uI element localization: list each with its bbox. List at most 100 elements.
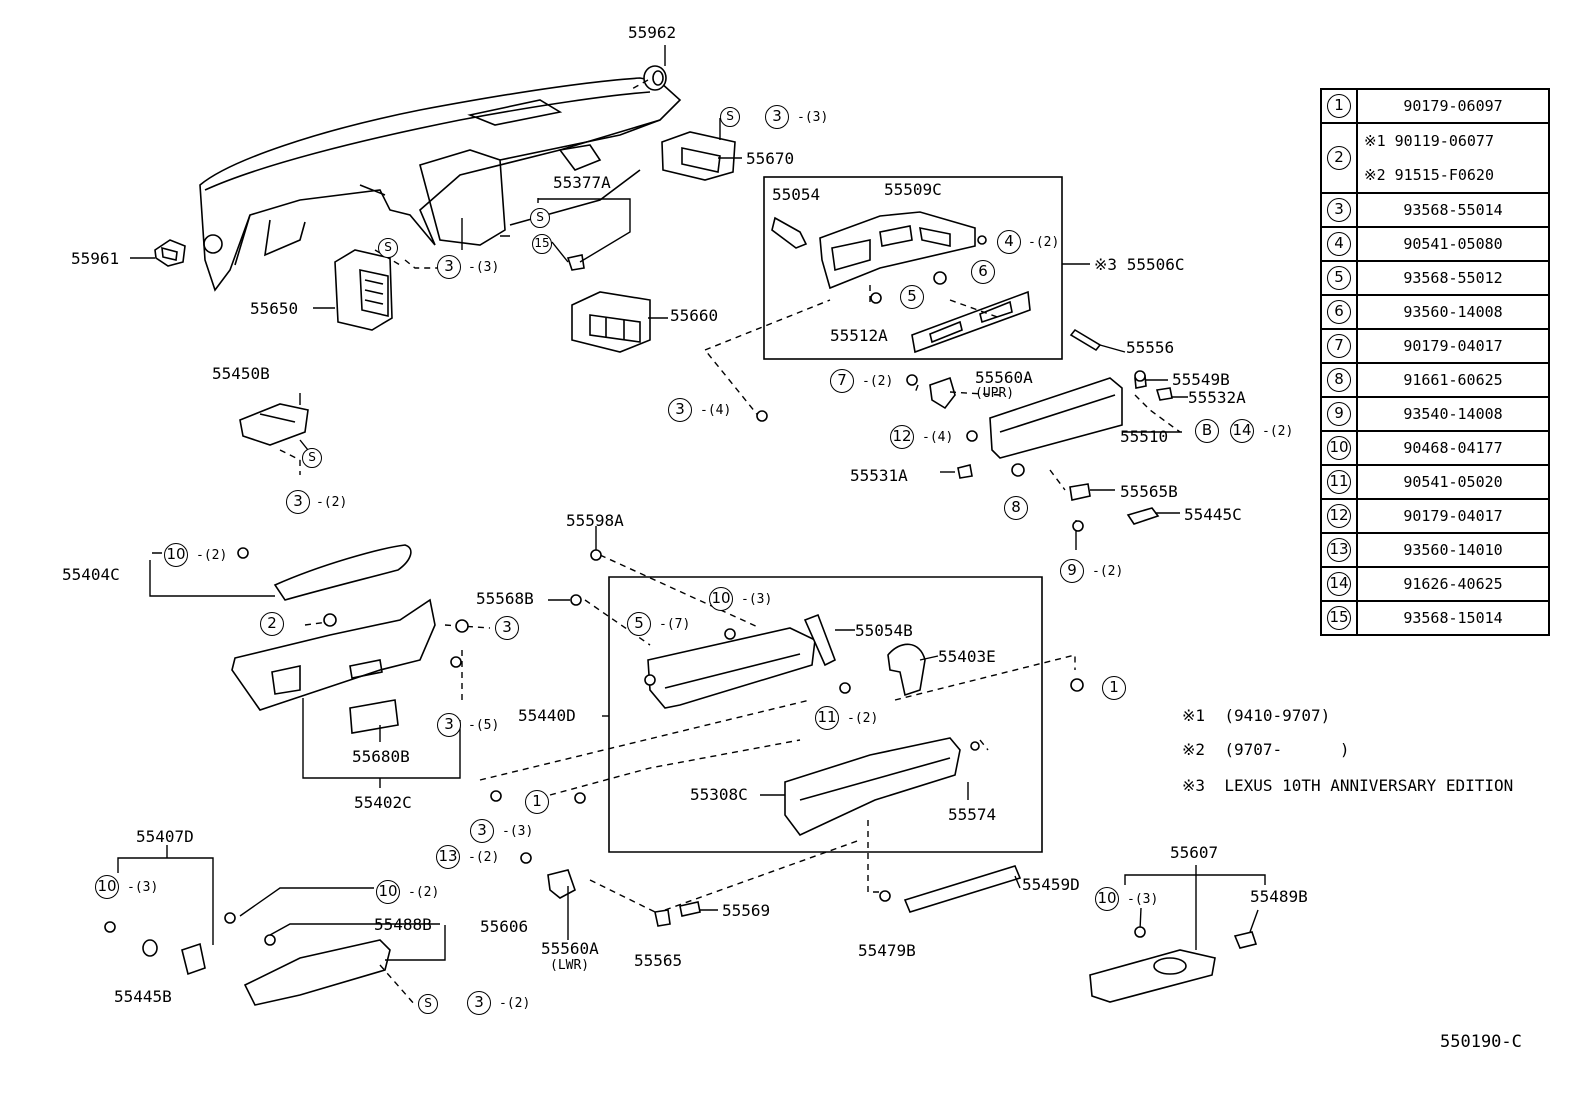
callout-6: 6 (971, 260, 995, 284)
callout-9: 9 (1060, 559, 1084, 583)
legend-key-cell: 4 (1320, 226, 1358, 262)
legend-key: 15 (1327, 606, 1351, 630)
legend-key: 13 (1327, 538, 1351, 562)
callout-10: 10 (1095, 887, 1119, 911)
legend-key-cell: 3 (1320, 192, 1358, 228)
legend-value-cell: 90541-05020 (1356, 464, 1550, 500)
footnote-1: ※1 (9410-9707) (1182, 707, 1330, 725)
callout-3: 3 (470, 819, 494, 843)
legend-part-number: 91661-60625 (1403, 371, 1503, 389)
callout-qty: -(2) (468, 850, 500, 865)
box-55308c-drawing (784, 737, 961, 837)
part-label-55445c: 55445C (1184, 505, 1242, 524)
box-55510-drawing (989, 377, 1123, 459)
panel-55509c-drawing (819, 211, 976, 290)
legend-value-cell: 90179-04017 (1356, 328, 1550, 364)
vent-55962-drawing (643, 65, 667, 91)
callout-10: 10 (709, 587, 733, 611)
callout-11: 11 (815, 706, 839, 730)
part-label-55607: 55607 (1170, 843, 1219, 862)
damper-55054b-drawing (803, 613, 837, 667)
legend-key: 8 (1327, 368, 1351, 392)
legend-key: 12 (1327, 504, 1351, 528)
legend-key: 7 (1327, 334, 1351, 358)
part-label-55606: 55606 (480, 917, 529, 936)
legend-row: 7 90179-04017 (1320, 328, 1550, 364)
note3-mark: ※3 (1094, 255, 1118, 274)
hinge-55560a-upr-drawing (929, 376, 956, 410)
callout-qty: -(3) (797, 110, 829, 125)
part-label-55402c: 55402C (354, 793, 412, 812)
part-label-55569: 55569 (722, 901, 771, 920)
fastener-legend-table: 1 90179-06097 2※1 90119-06077※2 91515-F062… (1320, 88, 1550, 636)
part-label-55568b: 55568B (476, 589, 534, 608)
part-label-55574: 55574 (948, 805, 997, 824)
glovebox-frame (608, 576, 1043, 853)
part-label-55445b: 55445B (114, 987, 172, 1006)
anniversary-edition-frame (763, 176, 1063, 360)
part-label-55404c: 55404C (62, 565, 120, 584)
legend-row: 3 93568-55014 (1320, 192, 1550, 228)
legend-key: 14 (1327, 572, 1351, 596)
part-label-55054b: 55054B (855, 621, 913, 640)
legend-key-cell: 1 (1320, 88, 1358, 124)
legend-value-cell: ※1 90119-06077※2 91515-F0620 (1356, 122, 1550, 194)
part-label-55565b: 55565B (1120, 482, 1178, 501)
vent-55961-drawing (154, 239, 186, 267)
callout-qty: -(3) (1127, 892, 1159, 907)
part-label-55054: 55054 (772, 185, 821, 204)
legend-value-cell: 93568-55014 (1356, 192, 1550, 228)
cover-55404c-drawing (273, 544, 412, 601)
legend-part-number: 93568-55014 (1403, 201, 1503, 219)
legend-value-cell: 90541-05080 (1356, 226, 1550, 262)
legend-part-number: 90541-05080 (1403, 235, 1503, 253)
legend-key-cell: 7 (1320, 328, 1358, 364)
footnote-text: (9707- ) (1224, 740, 1350, 759)
legend-part-number: 91626-40625 (1403, 575, 1503, 593)
callout-3: 3 (467, 991, 491, 1015)
legend-key-cell: 5 (1320, 260, 1358, 296)
footnote-mark: ※2 (1182, 740, 1206, 759)
legend-part-number: 90468-04177 (1403, 439, 1503, 457)
legend-value-cell: 91661-60625 (1356, 362, 1550, 398)
part-label-55509c: 55509C (884, 180, 942, 199)
legend-key-cell: 11 (1320, 464, 1358, 500)
part-label-55670: 55670 (746, 149, 795, 168)
legend-key: 3 (1327, 198, 1351, 222)
part-label-55560a-lwr: 55560A (541, 939, 599, 958)
callout-3: 3 (668, 398, 692, 422)
legend-key-cell: 8 (1320, 362, 1358, 398)
drawing-number: 550190-C (1440, 1032, 1522, 1052)
callout-5: 5 (627, 612, 651, 636)
legend-part-number: 90541-05020 (1403, 473, 1503, 491)
part-label-55459d: 55459D (1022, 875, 1080, 894)
legend-part-number: 90179-06097 (1403, 97, 1503, 115)
part-label-55531a: 55531A (850, 466, 908, 485)
panel-55402c-drawing (231, 598, 436, 734)
fastener-legend-body: 1 90179-06097 2※1 90119-06077※2 91515-F062… (1320, 88, 1550, 636)
callout-qty: -(2) (1262, 424, 1294, 439)
callout-s: S (530, 208, 550, 228)
part-label-55488b: 55488B (374, 915, 432, 934)
legend-value-cell: 90179-04017 (1356, 498, 1550, 534)
legend-key: 2 (1327, 146, 1351, 170)
legend-key-cell: 15 (1320, 600, 1358, 636)
register-55660-drawing (571, 291, 651, 353)
legend-value-cell: 93568-55012 (1356, 260, 1550, 296)
legend-part-number: 93540-14008 (1403, 405, 1503, 423)
part-label-55598a: 55598A (566, 511, 624, 530)
part-label-55961: 55961 (71, 249, 120, 268)
callout-qty: -(5) (468, 718, 500, 733)
callout-qty: -(2) (1092, 564, 1124, 579)
legend-part-number: 90179-04017 (1403, 337, 1503, 355)
callout-qty: -(3) (127, 880, 159, 895)
panel-55606-drawing (243, 939, 391, 1006)
footnote-2: ※2 (9707- ) (1182, 741, 1350, 759)
part-label-55403e: 55403E (938, 647, 996, 666)
legend-row: 2※1 90119-06077※2 91515-F0620 (1320, 122, 1550, 194)
door-55440d-drawing (647, 627, 816, 709)
